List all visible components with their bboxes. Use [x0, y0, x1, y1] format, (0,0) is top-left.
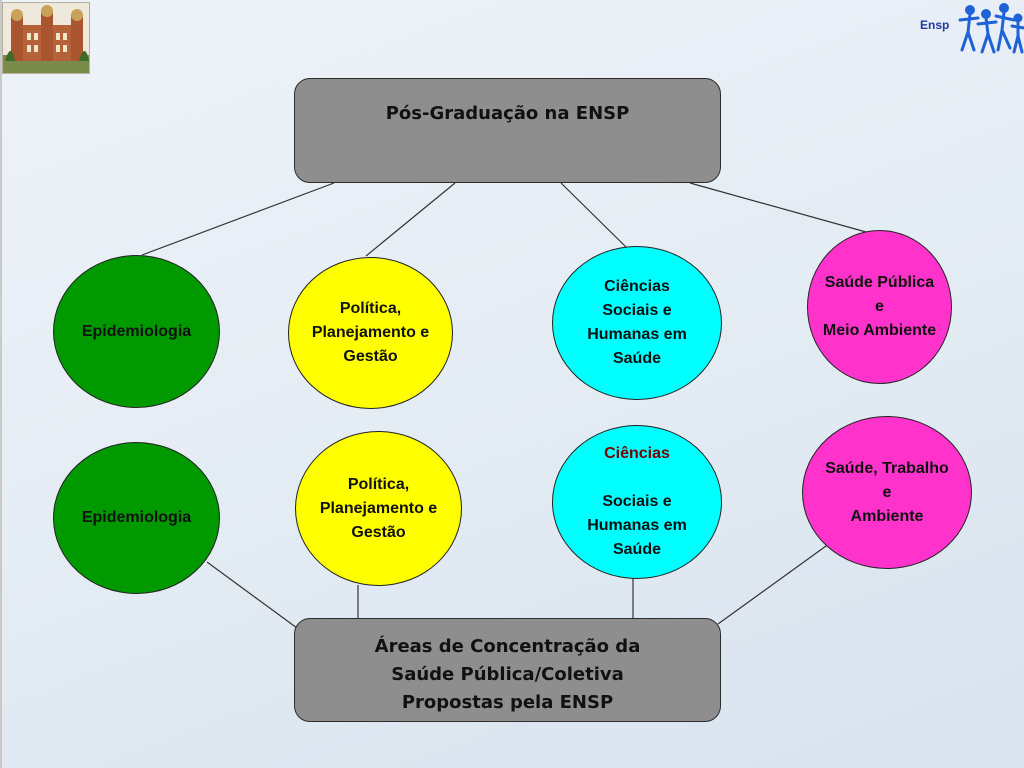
node-bottom-saude-trabalho: Saúde, Trabalho e Ambiente: [802, 416, 972, 569]
ensp-logo: Ensp: [918, 2, 1024, 62]
title-box-pos-graduacao: Pós-Graduação na ENSP: [294, 78, 721, 183]
node-label: Política, Planejamento e Gestão: [311, 300, 430, 365]
connector-bottom-epidemiologia: [206, 561, 298, 629]
node-label-rest: Sociais e Humanas em Saúde: [587, 493, 687, 558]
node-top-politica: Política, Planejamento e Gestão: [288, 257, 453, 409]
summary-line-3: Propostas pela ENSP: [401, 692, 614, 713]
node-top-epidemiologia: Epidemiologia: [53, 255, 220, 408]
node-label: Ciências Sociais e Humanas em Saúde: [587, 278, 687, 367]
node-bottom-ciencias-sociais: Ciências Sociais e Humanas em Saúde: [552, 425, 722, 579]
ensp-logo-text: Ensp: [920, 18, 950, 32]
connector-bottom-saude-trabalho: [717, 545, 827, 625]
node-label: Saúde Pública e Meio Ambiente: [822, 274, 937, 339]
connector-top-ciencias: [560, 182, 627, 248]
building-logo: [2, 2, 90, 74]
castle-icon: [3, 3, 89, 73]
people-figures-icon: [958, 3, 1024, 54]
node-label: Saúde, Trabalho e Ambiente: [825, 459, 949, 525]
node-label-first-line: Ciências: [604, 445, 670, 462]
node-bottom-politica: Política, Planejamento e Gestão: [295, 431, 462, 586]
node-label: Epidemiologia: [81, 509, 192, 526]
summary-box-areas-concentracao: Áreas de Concentração da Saúde Pública/C…: [294, 618, 721, 722]
connector-top-epidemiologia: [141, 182, 335, 256]
node-label: Epidemiologia: [81, 322, 192, 340]
connector-top-saude-publica: [689, 182, 867, 233]
node-top-ciencias-sociais: Ciências Sociais e Humanas em Saúde: [552, 246, 722, 400]
summary-line-1: Áreas de Concentração da: [374, 636, 641, 657]
title-box-text: Pós-Graduação na ENSP: [385, 103, 630, 124]
connector-top-politica: [365, 182, 456, 257]
node-label: Política, Planejamento e Gestão: [319, 475, 438, 541]
summary-line-2: Saúde Pública/Coletiva: [391, 664, 624, 685]
node-top-saude-publica: Saúde Pública e Meio Ambiente: [807, 230, 952, 384]
node-bottom-epidemiologia: Epidemiologia: [53, 442, 220, 594]
